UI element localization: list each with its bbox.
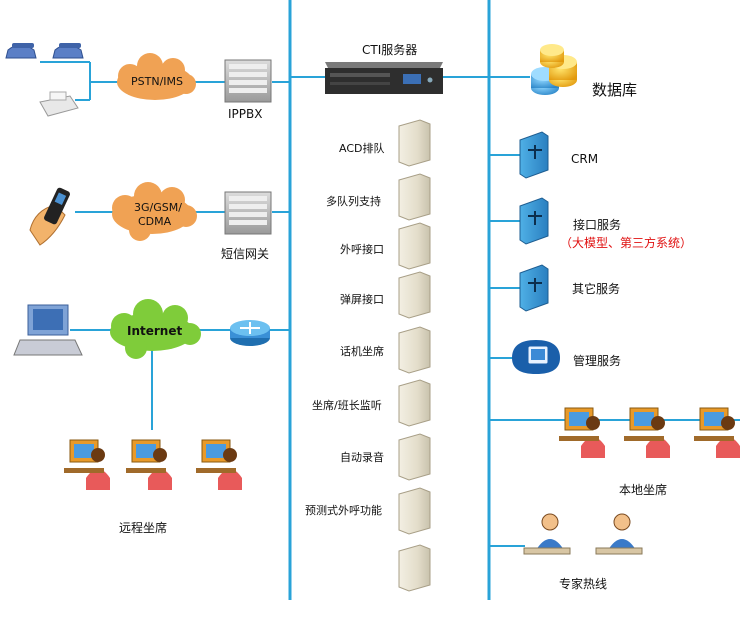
other-service-icon bbox=[519, 264, 549, 312]
crm-label: CRM bbox=[571, 152, 599, 166]
server-label-recording: 自动录音 bbox=[340, 451, 384, 464]
agent-icon bbox=[694, 407, 740, 458]
expert-hotline-icons bbox=[523, 513, 643, 555]
server-tower-icon bbox=[398, 271, 431, 319]
pstn-cloud-icon bbox=[117, 53, 196, 100]
server-label-monitoring: 坐席/班长监听 bbox=[312, 399, 382, 412]
internet-cloud-label: Internet bbox=[127, 324, 183, 338]
cti-server-icon bbox=[325, 62, 443, 94]
expert-hotline-label: 专家热线 bbox=[559, 577, 608, 591]
management-service-icon bbox=[512, 340, 560, 374]
connection-lines bbox=[40, 61, 740, 547]
server-label-predictive: 预测式外呼功能 bbox=[305, 504, 382, 517]
sms-gateway-icon bbox=[224, 191, 272, 235]
database-label: 数据库 bbox=[592, 81, 638, 99]
hotline-agent-icon bbox=[523, 513, 571, 555]
bus-lines bbox=[288, 0, 491, 600]
desktop-computer-icon bbox=[13, 304, 83, 356]
ippbx-label: IPPBX bbox=[228, 107, 263, 121]
server-stack bbox=[398, 119, 431, 592]
mobile-cloud-label-2: CDMA bbox=[138, 215, 172, 228]
crm-service-icon bbox=[519, 131, 549, 179]
server-tower-icon bbox=[398, 433, 431, 481]
server-tower-icon bbox=[398, 222, 431, 270]
desk-phone-icon bbox=[5, 43, 84, 59]
management-service-label: 管理服务 bbox=[573, 354, 622, 368]
mobile-network-cloud-icon bbox=[112, 182, 197, 241]
agent-icon bbox=[559, 407, 605, 458]
remote-agents-label: 远程坐席 bbox=[119, 521, 168, 535]
hotline-agent-icon bbox=[595, 513, 643, 555]
mobile-cloud-label-1: 3G/GSM/ bbox=[134, 201, 182, 214]
server-label-multi-queue: 多队列支持 bbox=[326, 195, 381, 208]
fax-machine-icon bbox=[39, 91, 79, 117]
server-label-outbound: 外呼接口 bbox=[340, 243, 384, 256]
server-tower-icon bbox=[398, 173, 431, 221]
server-tower-icon bbox=[398, 379, 431, 427]
server-tower-icon bbox=[398, 119, 431, 167]
server-label-screen-pop: 弹屏接口 bbox=[340, 293, 384, 306]
database-icon bbox=[531, 44, 577, 95]
agent-icon bbox=[126, 439, 172, 490]
server-tower-icon bbox=[398, 544, 431, 592]
interface-service-note: （大模型、第三方系统） bbox=[560, 236, 693, 250]
local-agent-icons bbox=[559, 407, 740, 458]
remote-agent-icons bbox=[64, 439, 242, 490]
mobile-phone-icon bbox=[29, 187, 70, 246]
agent-icon bbox=[196, 439, 242, 490]
pstn-cloud-label: PSTN/IMS bbox=[131, 75, 183, 88]
server-tower-icon bbox=[398, 326, 431, 374]
agent-icon bbox=[624, 407, 670, 458]
cti-server-label: CTI服务器 bbox=[362, 43, 418, 57]
server-tower-icon bbox=[398, 487, 431, 535]
sms-gateway-label: 短信网关 bbox=[221, 247, 270, 261]
server-label-phone-agent: 话机坐席 bbox=[340, 345, 384, 358]
server-label-acd: ACD排队 bbox=[339, 142, 385, 155]
internet-cloud-icon bbox=[110, 299, 201, 359]
interface-service-label: 接口服务 bbox=[573, 218, 622, 232]
interface-service-icon bbox=[519, 197, 549, 245]
other-service-label: 其它服务 bbox=[572, 282, 621, 296]
local-agents-label: 本地坐席 bbox=[619, 483, 668, 497]
router-icon bbox=[230, 320, 270, 346]
ippbx-icon bbox=[224, 59, 272, 103]
agent-icon bbox=[64, 439, 110, 490]
